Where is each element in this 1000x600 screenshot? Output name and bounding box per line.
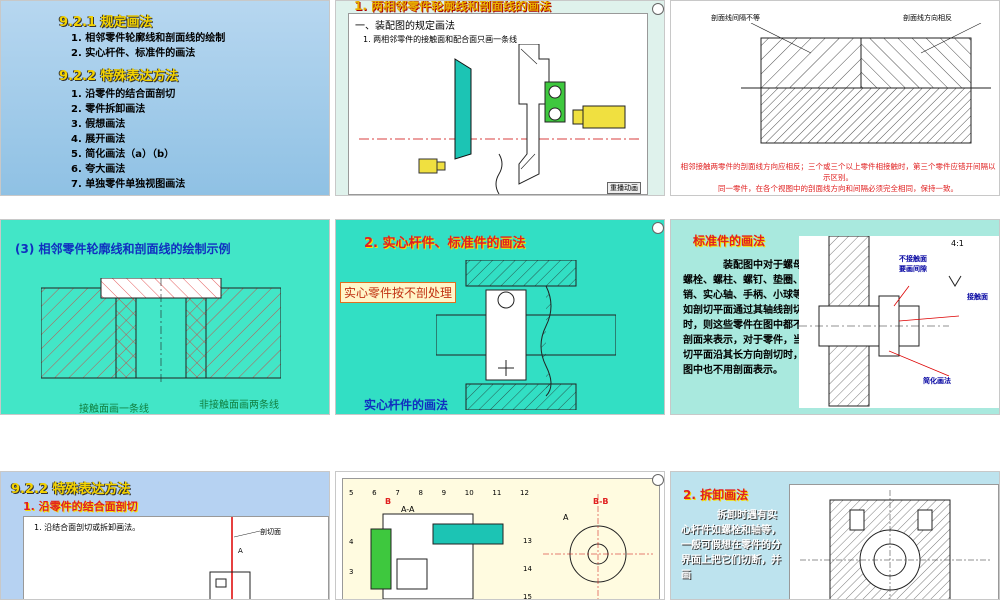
part-number: 9 <box>441 489 447 497</box>
slide-6-title: 标准件的画法 <box>693 234 766 248</box>
slide-7-title: 9.2.2 特殊表达方法 <box>11 482 131 497</box>
gear-pump-drawing <box>370 494 653 599</box>
slide-4-title: (3) 相邻零件轮廓线和剖面线的绘制示例 <box>15 242 231 256</box>
part-number: 5 <box>349 489 354 497</box>
slide-3-hatching-rules[interactable]: 剖面线间隔不等 剖面线方向相反 相邻接触两零件的剖面线方向应相反；三个或三个以上… <box>670 0 1000 196</box>
label-cut-plane: 剖切面 <box>260 528 281 536</box>
assembly-drawing-panel: B A-A B-B A 5 6 7 8 9 10 11 12 4 3 2 13 … <box>342 478 660 600</box>
example-drawing <box>41 278 281 383</box>
label-simplified: 简化画法 <box>923 377 951 385</box>
part-number: 10 <box>464 489 474 497</box>
slide-5-caption: 实心杆件的画法 <box>364 398 449 412</box>
label-aa: A-A <box>401 505 415 514</box>
slide-7-subtitle: 1. 沿零件的结合面剖切 <box>23 500 138 513</box>
nav-circle-icon[interactable] <box>652 474 664 486</box>
part-number: 11 <box>492 489 502 497</box>
label-uneven-spacing: 剖面线间隔不等 <box>711 14 760 22</box>
standard-parts-drawing-panel: 4:1 不接触面 要画间隙 接触面 简化画法 <box>799 236 999 408</box>
hatching-diagram <box>741 23 991 144</box>
part-number: 13 <box>523 537 532 545</box>
note-line-2: 同一零件，在各个视图中的剖面线方向和间隔必须完全相同，保持一致。 <box>718 184 958 193</box>
solid-part-callout: 实心零件按不剖处理 <box>340 282 457 303</box>
slide-7-item: 1. 沿结合面剖切或拆卸画法。 <box>34 523 141 532</box>
list-item: 3. 假想画法 <box>71 119 126 130</box>
label-contact-one-line: 接触面画一条线 <box>79 404 149 415</box>
label-contact-surface: 接触面 <box>967 293 988 301</box>
assembly-drawing <box>359 44 639 194</box>
part-number: 8 <box>418 489 423 497</box>
list-item: 1. 相邻零件轮廓线和剖面线的绘制 <box>71 33 226 44</box>
part-number: 3 <box>349 568 354 576</box>
nav-circle-icon[interactable] <box>652 3 664 15</box>
part-numbers-top: 5 6 7 8 9 10 11 12 <box>349 489 529 497</box>
list-item: 5. 简化画法（a）（b） <box>71 149 175 160</box>
list-item: 6. 夸大画法 <box>71 164 126 175</box>
label-a: A <box>238 547 243 555</box>
note-line-1: 相邻接触两零件的剖面线方向应相反；三个或三个以上零件相接触时，第三个零件应错开间… <box>680 162 996 182</box>
label-opposite-direction: 剖面线方向相反 <box>903 14 952 22</box>
list-item: 2. 实心杆件、标准件的画法 <box>71 48 196 59</box>
bolt-drawing <box>799 236 962 407</box>
section-1-title: 9.2.1 规定画法 <box>59 15 153 30</box>
part-number: 12 <box>520 489 529 497</box>
label-line: 要画间隙 <box>899 265 927 273</box>
section-1-list: 1. 相邻零件轮廓线和剖面线的绘制 2. 实心杆件、标准件的画法 <box>71 31 225 61</box>
part-numbers-side: 4 3 2 <box>349 527 354 599</box>
label-b: B <box>385 497 392 506</box>
section-2-list: 1. 沿零件的结合面剖切 2. 零件拆卸画法 3. 假想画法 4. 展开画法 5… <box>71 87 185 192</box>
rule-heading: 一、装配图的规定画法 <box>355 21 455 32</box>
label-bb: B-B <box>593 497 609 506</box>
list-item: 2. 零件拆卸画法 <box>71 104 146 115</box>
slide-8-assembly-sections[interactable]: B A-A B-B A 5 6 7 8 9 10 11 12 4 3 2 13 … <box>335 471 665 600</box>
drawing-panel: 一、装配图的规定画法 1. 两相邻零件的接触面和配合面只画一条线 重播动画 <box>348 13 648 195</box>
label-noncontact-two-lines: 非接触面画两条线 <box>199 400 279 411</box>
part-number: 14 <box>523 565 532 573</box>
slide-5-title: 2. 实心杆件、标准件的画法 <box>364 236 526 251</box>
hatching-note: 相邻接触两零件的剖面线方向应相反；三个或三个以上零件相接触时，第三个零件应错开间… <box>679 161 997 194</box>
slide-2-title: 1. 两相邻零件轮廓线和剖面线的画法 <box>354 0 552 13</box>
slide-6-standard-parts[interactable]: 标准件的画法 装配图中对于螺母、螺栓、螺柱、螺钉、垫圈、销、实心轴、手柄、小球等… <box>670 219 1000 415</box>
part-number: 4 <box>349 538 354 546</box>
section-2-title: 9.2.2 特殊表达方法 <box>59 69 179 84</box>
part-numbers-right: 13 14 15 <box>523 527 532 600</box>
part-number: 15 <box>523 593 532 600</box>
list-item: 1. 沿零件的结合面剖切 <box>71 89 176 100</box>
slide-5-solid-parts[interactable]: 2. 实心杆件、标准件的画法 实心零件按不剖处理 实心杆件的画法 <box>335 219 665 415</box>
list-item: 7. 单独零件单独视图画法 <box>71 179 186 190</box>
slide-1-outline[interactable]: 9.2.1 规定画法 1. 相邻零件轮廓线和剖面线的绘制 2. 实心杆件、标准件… <box>0 0 330 196</box>
slide-7-special-methods[interactable]: 9.2.2 特殊表达方法 1. 沿零件的结合面剖切 1. 沿结合面剖切或拆卸画法… <box>0 471 330 600</box>
shaft-drawing <box>436 260 616 410</box>
part-number: 6 <box>372 489 377 497</box>
label-line: 不接触面 <box>899 255 927 263</box>
slide-2-adjacent-parts[interactable]: 1. 两相邻零件轮廓线和剖面线的画法 一、装配图的规定画法 1. 两相邻零件的接… <box>335 0 665 196</box>
replay-animation-button[interactable]: 重播动画 <box>607 182 641 194</box>
slide-4-example[interactable]: (3) 相邻零件轮廓线和剖面线的绘制示例 接触面画一条线 非接触面画两条线 <box>0 219 330 415</box>
label-a-right: A <box>563 513 569 522</box>
list-item: 4. 展开画法 <box>71 134 126 145</box>
slide-9-title: 2. 拆卸画法 <box>683 488 749 502</box>
cut-drawing <box>209 517 261 599</box>
disassembly-text: 拆卸时遇有实心杆件如螺栓和轴等，一般可假想在零件的分界面上把它们切断，并画 <box>681 510 781 581</box>
disassembly-drawing-panel <box>789 484 999 599</box>
part-number: 2 <box>349 587 353 599</box>
scale-label: 4:1 <box>951 239 964 248</box>
part-number: 7 <box>395 489 400 497</box>
nav-circle-icon[interactable] <box>652 222 664 234</box>
section-drawing-panel: 1. 沿结合面剖切或拆卸画法。 剖切面 A <box>23 516 329 599</box>
slide-9-disassembly[interactable]: 2. 拆卸画法 拆卸时遇有实心杆件如螺栓和轴等，一般可假想在零件的分界面上把它们… <box>670 471 1000 600</box>
label-noncontact-gap: 不接触面 要画间隙 <box>899 254 927 274</box>
rule-text: 1. 两相邻零件的接触面和配合面只画一条线 <box>363 35 518 44</box>
bearing-housing-drawing <box>800 490 990 599</box>
standard-parts-text: 装配图中对于螺母、螺栓、螺柱、螺钉、垫圈、销、实心轴、手柄、小球等，如剖切平面通… <box>683 260 813 376</box>
